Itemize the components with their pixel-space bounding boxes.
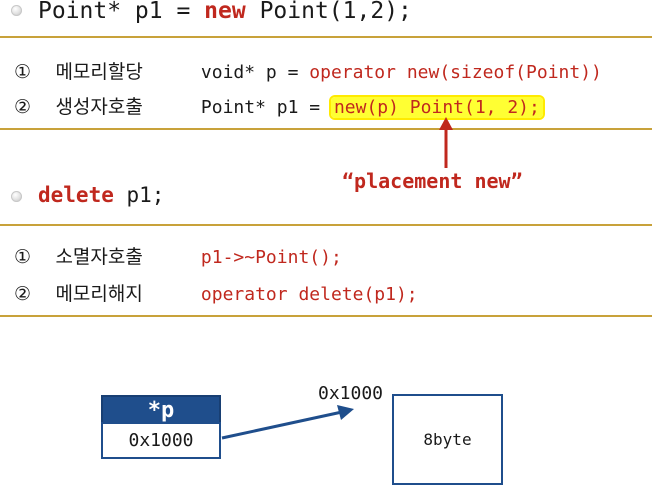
step-label: 생성자호출 <box>55 96 143 118</box>
step-number: ① <box>14 246 32 268</box>
step-label: 메모리할당 <box>55 61 143 83</box>
callout-arrow-icon <box>439 117 453 168</box>
step-label: 소멸자호출 <box>55 246 143 268</box>
step-label: 메모리해지 <box>55 283 143 305</box>
divider <box>0 315 652 317</box>
step-code-plain: Point* p1 = <box>200 97 331 118</box>
heading-code-suffix: p1; <box>113 183 165 207</box>
step-destruct: ① 소멸자호출 p1->~Point(); <box>14 242 342 269</box>
divider <box>0 128 652 130</box>
step-allocate: ① 메모리할당 void* p = operator new(sizeof(Po… <box>14 57 602 84</box>
divider <box>0 224 652 226</box>
new-keyword: new <box>204 0 246 24</box>
bullet-icon <box>11 191 22 202</box>
step-code-plain: void* p = <box>200 62 310 83</box>
placement-new-highlight: new(p) Point(1, 2); <box>330 97 543 118</box>
step-number: ② <box>14 283 32 305</box>
step-deallocate: ② 메모리해지 operator delete(p1); <box>14 279 418 306</box>
pointer-variable-name: *p <box>101 395 221 424</box>
heading-code-prefix: Point* p1 = <box>38 0 205 24</box>
memory-block: 8byte <box>392 394 503 485</box>
divider <box>0 36 652 38</box>
delete-expression-heading: delete p1; <box>38 183 164 207</box>
step-number: ① <box>14 61 32 83</box>
bullet-icon <box>11 5 22 16</box>
memory-address-label: 0x1000 <box>318 383 384 404</box>
step-code-red: operator delete(p1); <box>200 284 418 305</box>
new-expression-heading: Point* p1 = new Point(1,2); <box>38 0 412 24</box>
step-code-red: p1->~Point(); <box>200 247 342 268</box>
placement-new-callout: “placement new” <box>342 169 523 193</box>
heading-code-suffix: Point(1,2); <box>245 0 412 24</box>
pointer-variable-value: 0x1000 <box>101 422 221 459</box>
pointer-arrow-icon <box>221 405 354 440</box>
delete-keyword: delete <box>38 183 114 207</box>
step-code-red: operator new(sizeof(Point)) <box>309 62 602 83</box>
step-number: ② <box>14 96 32 118</box>
step-construct: ② 생성자호출 Point* p1 = new(p) Point(1, 2); <box>14 92 543 119</box>
